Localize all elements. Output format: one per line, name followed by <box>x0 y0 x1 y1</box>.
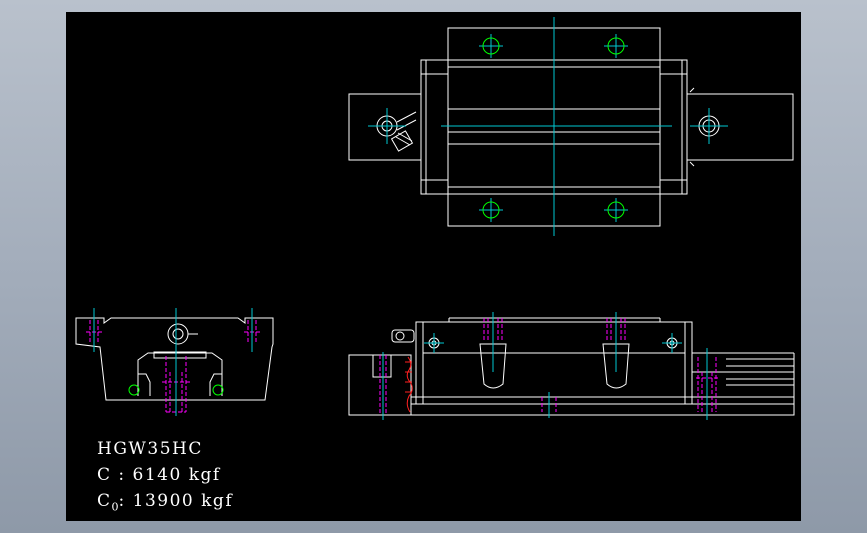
drawing-canvas: HGW35HC C : 6140 kgf C0: 13900 kgf <box>66 12 801 521</box>
static-load-symbol: C <box>97 491 112 511</box>
cad-drawing <box>75 17 795 420</box>
model-label: HGW35HC <box>97 439 203 459</box>
dynamic-load-label: C : 6140 kgf <box>97 465 221 485</box>
top-view <box>348 17 794 236</box>
static-load-label: C0: 13900 kgf <box>97 491 233 513</box>
end-view <box>75 308 274 416</box>
static-load-value: : 13900 kgf <box>118 491 234 511</box>
static-load-subscript: 0 <box>111 500 119 514</box>
side-view <box>348 312 795 420</box>
